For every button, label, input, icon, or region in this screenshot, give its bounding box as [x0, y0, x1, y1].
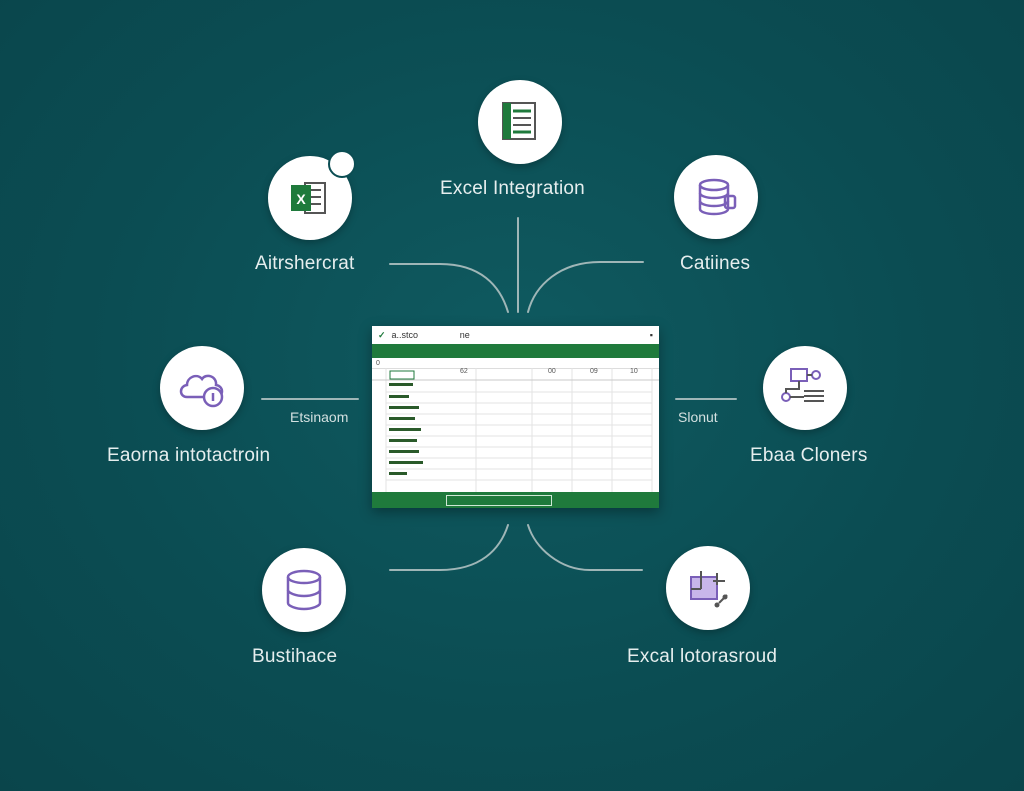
connector-upper-left — [389, 263, 509, 313]
spreadsheet-title: a..stco — [391, 330, 419, 340]
cell-grid[interactable]: 62 00 09 10 — [372, 368, 659, 492]
label-excel-integration: Excel Integration — [440, 178, 585, 199]
database-icon — [698, 178, 737, 216]
label-lower-right: Excal lotorasroud — [627, 646, 778, 667]
node-mid-right[interactable] — [763, 346, 847, 430]
connector-upper-right — [527, 261, 644, 313]
label-upper-left: Aitrshercrat — [255, 253, 355, 274]
sheet-tabs[interactable] — [446, 495, 552, 506]
label-lower-left: Bustihace — [252, 646, 338, 667]
cloud-icon — [179, 374, 224, 408]
connector-label-left: Etsinaom — [290, 409, 349, 425]
node-lower-left[interactable] — [262, 548, 346, 632]
label-upper-right: Catiines — [680, 253, 751, 274]
label-mid-right: Ebaa Cloners — [750, 445, 868, 466]
connector-label-right: Slonut — [678, 409, 718, 425]
excel-file-icon: X — [291, 182, 326, 214]
column-header: 10 — [630, 368, 638, 375]
svg-text:X: X — [296, 191, 306, 207]
chart-tool-icon — [690, 571, 728, 608]
column-header: 09 — [590, 368, 598, 375]
column-header: 00 — [548, 368, 556, 375]
flow-diagram-icon — [781, 368, 824, 402]
formula-bar[interactable]: 0 — [372, 358, 659, 369]
spreadsheet-icon — [502, 102, 536, 140]
node-lower-right[interactable] — [666, 546, 750, 630]
grid-lines — [372, 368, 659, 492]
ribbon-toolbar[interactable] — [372, 344, 659, 358]
node-mid-left[interactable] — [160, 346, 244, 430]
node-upper-right[interactable] — [674, 155, 758, 239]
database-icon — [286, 569, 322, 611]
badge-icon — [328, 150, 356, 178]
node-excel-integration[interactable] — [478, 80, 562, 164]
excel-logo-icon: ✓ — [378, 329, 386, 340]
spreadsheet-window[interactable]: ✓ a..stco ne ▪ 0 — [372, 326, 659, 508]
spreadsheet-titlebar: ✓ a..stco ne ▪ — [372, 326, 659, 344]
cell-reference: 0 — [376, 359, 380, 367]
status-bar — [372, 492, 659, 508]
connector-lower-left — [389, 524, 509, 571]
column-header: 62 — [460, 368, 468, 375]
spreadsheet-title-short: ne — [459, 330, 470, 340]
connector-lower-right — [527, 524, 643, 571]
window-controls-icon[interactable]: ▪ — [649, 330, 653, 340]
label-mid-left: Eaorna intotactroin — [107, 445, 271, 466]
